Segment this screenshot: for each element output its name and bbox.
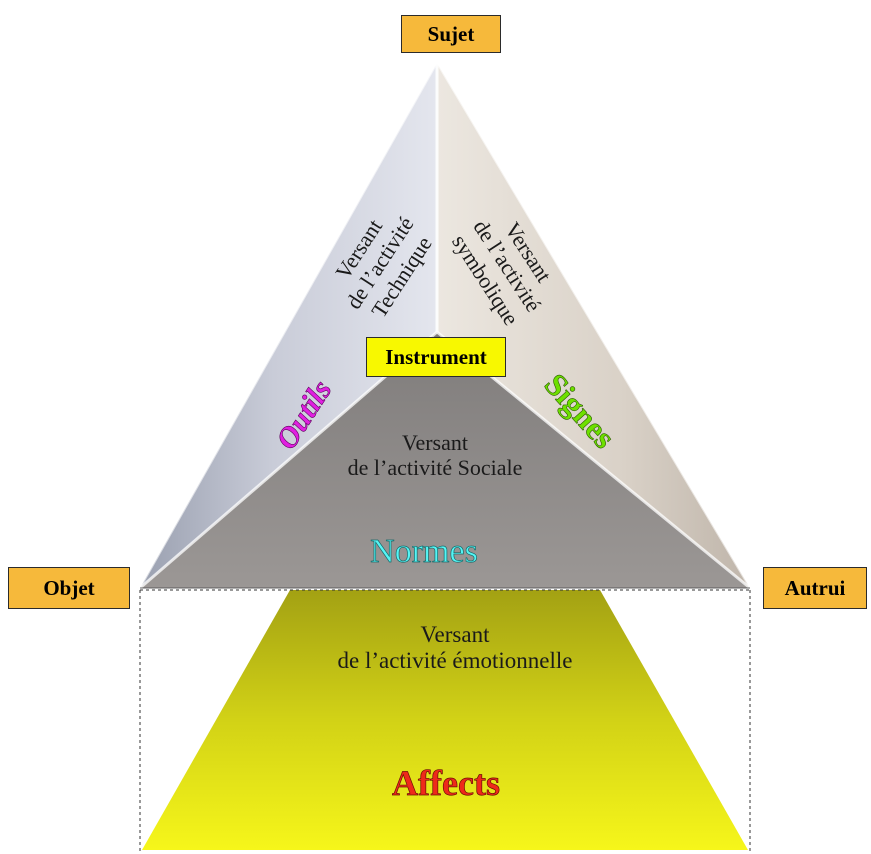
edge-highlight-outer-left xyxy=(139,62,438,589)
sociale-face xyxy=(140,332,750,588)
sujet-label: Sujet xyxy=(401,15,501,53)
sociale-line-1: Versant xyxy=(402,430,468,455)
edge-highlight-outer-right xyxy=(436,62,751,589)
sociale-face-text: Versant de l’activité Sociale xyxy=(280,430,590,481)
objet-label: Objet xyxy=(8,567,130,609)
emotion-face xyxy=(142,590,748,850)
instrument-label: Instrument xyxy=(366,337,506,377)
emotionnelle-line-1: Versant xyxy=(420,622,490,647)
emotionnelle-face-text: Versant de l’activité émotionnelle xyxy=(270,622,640,675)
affects-label: Affects xyxy=(392,763,500,803)
autrui-label: Autrui xyxy=(763,567,867,609)
normes-label: Normes xyxy=(370,533,478,570)
sociale-line-2: de l’activité Sociale xyxy=(347,455,523,481)
emotionnelle-line-2: de l’activité émotionnelle xyxy=(337,648,573,674)
